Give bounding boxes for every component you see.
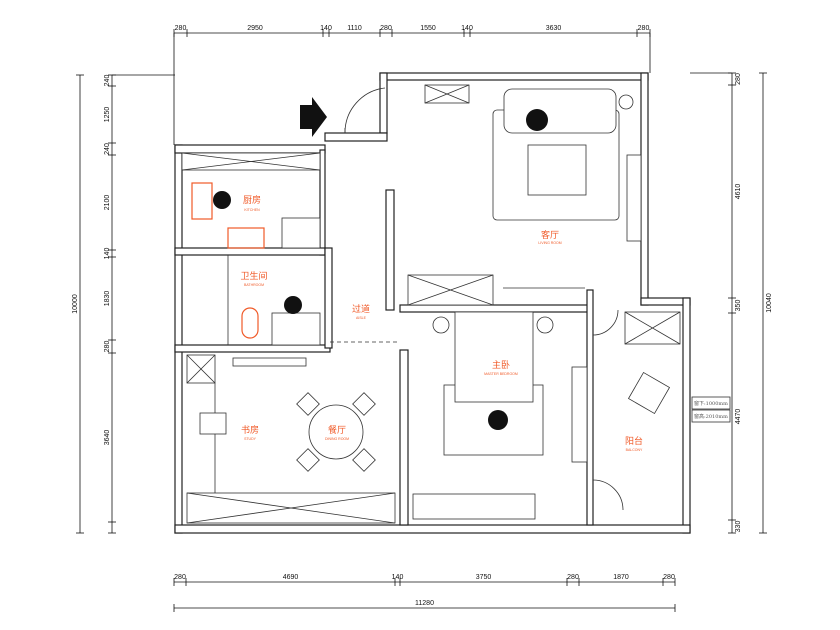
person-icon <box>213 191 231 209</box>
aisle-label: 过道 <box>352 303 370 315</box>
dimension-label: 330 <box>735 521 742 533</box>
dimension-label: 280 <box>175 25 187 32</box>
dimension-label: 280 <box>638 25 650 32</box>
dimension-lines: 280 2950 140 1110 280 1550 140 3630 280 240 1250 24… <box>72 25 773 612</box>
kitchen-label: 厨房 <box>243 194 261 206</box>
dimension-label: 10000 <box>72 294 79 314</box>
radiator <box>412 493 536 520</box>
window-height-note: 窗高:2010mm <box>694 413 728 420</box>
dimension-label: 2950 <box>247 25 263 32</box>
dimension-label: 1250 <box>104 107 111 123</box>
aisle-label-en: AISLE <box>356 316 367 320</box>
desk-chair <box>199 412 227 435</box>
balcony-furniture <box>592 309 681 511</box>
dimension-label: 280 <box>174 574 186 581</box>
dimension-label: 140 <box>392 574 404 581</box>
dimension-label: 280 <box>663 574 675 581</box>
master-bedroom-label-en: MASTER BEDROOM <box>484 372 518 376</box>
bathroom-label-en: BATHROOM <box>244 283 264 287</box>
lamp-icon <box>432 316 450 334</box>
dimension-label: 1870 <box>613 574 629 581</box>
kitchen-label-en: KITCHEN <box>244 208 260 212</box>
dimension-label: 11280 <box>415 600 434 607</box>
dimension-label: 4610 <box>735 184 742 200</box>
window-sill-note: 窗下:1000mm <box>694 400 728 407</box>
living-furniture <box>424 84 642 242</box>
fridge <box>281 217 321 249</box>
kitchen-sink <box>191 182 213 220</box>
kitchen-furniture <box>181 152 321 249</box>
dining-room-label: 餐厅 <box>328 424 346 436</box>
stove <box>227 227 265 249</box>
bed <box>454 311 534 403</box>
dimension-label: 4690 <box>283 574 299 581</box>
dimension-label: 3750 <box>476 574 492 581</box>
dimension-label: 280 <box>104 341 111 353</box>
washbasin <box>271 312 321 346</box>
lamp-icon <box>618 94 634 110</box>
armchair <box>627 371 671 415</box>
dimension-label: 10040 <box>766 293 773 313</box>
dimension-label: 4470 <box>735 409 742 425</box>
dimension-label: 280 <box>567 574 579 581</box>
study-label-en: STUDY <box>244 437 257 441</box>
dining-chair <box>296 448 320 472</box>
window-note: 窗下:1000mm 窗高:2010mm <box>691 396 731 423</box>
bedroom-furniture <box>407 274 588 520</box>
walls <box>174 72 691 534</box>
dimension-label: 140 <box>104 248 111 260</box>
dimension-label: 350 <box>735 300 742 312</box>
dimension-label: 1550 <box>420 25 436 32</box>
bathroom-furniture <box>227 255 321 346</box>
lamp-icon <box>536 316 554 334</box>
dining-chair <box>352 448 376 472</box>
dimension-label: 140 <box>461 25 473 32</box>
dining-chair <box>296 392 320 416</box>
person-icon <box>284 296 302 314</box>
window <box>626 154 642 242</box>
coffee-table <box>527 144 587 196</box>
living-room-label: 客厅 <box>541 229 559 241</box>
dining-chair <box>352 392 376 416</box>
room-labels: 厨房 KITCHEN 卫生间 BATHROOM 过道 AISLE 客厅 LIVI… <box>240 194 643 452</box>
dimension-label: 140 <box>320 25 332 32</box>
dimension-label: 2100 <box>104 195 111 211</box>
dimension-label: 280 <box>380 25 392 32</box>
study-dining-furniture <box>186 354 396 524</box>
balcony-label-en: BALCONY <box>626 448 643 452</box>
dimension-label: 240 <box>104 75 111 87</box>
dimension-label: 1110 <box>347 25 362 32</box>
dining-room-label-en: DINING ROOM <box>325 437 349 441</box>
dimension-label: 280 <box>735 73 742 85</box>
study-label: 书房 <box>241 424 259 436</box>
person-icon <box>526 109 548 131</box>
master-bedroom-label: 主卧 <box>492 359 510 371</box>
sofa <box>503 88 617 134</box>
dimension-label: 3630 <box>546 25 562 32</box>
entry-door <box>300 87 386 137</box>
dimension-label: 3640 <box>104 430 111 446</box>
dimension-label: 1830 <box>104 291 111 307</box>
bathroom-label: 卫生间 <box>240 270 267 282</box>
person-icon <box>488 410 508 430</box>
entry-arrow-icon <box>300 97 327 137</box>
dimension-label: 240 <box>104 143 111 155</box>
living-room-label-en: LIVING ROOM <box>538 241 561 245</box>
dining-table <box>308 404 364 460</box>
toilet <box>241 307 259 339</box>
balcony-label: 阳台 <box>625 435 643 447</box>
window <box>571 366 588 463</box>
